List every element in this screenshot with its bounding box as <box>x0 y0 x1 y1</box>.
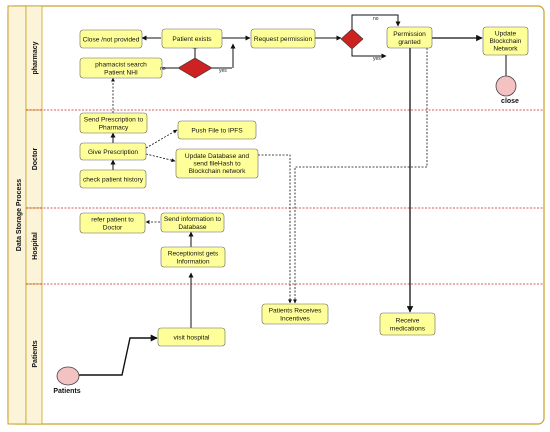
gateway-permission[interactable] <box>340 28 364 50</box>
task-label: Update Database and <box>185 153 249 160</box>
gateway-patient-exists[interactable] <box>177 57 213 79</box>
task-label: Pharmacy <box>99 125 129 132</box>
task-update-database[interactable]: Update Database and send fileHash to Blo… <box>175 148 259 179</box>
task-check-history[interactable]: check patient history <box>79 169 147 189</box>
task-label: medications <box>390 326 426 333</box>
task-pharmacist-search[interactable]: phamacist search Patient NHI <box>79 57 163 79</box>
task-label: Push File to IPFS <box>191 128 243 135</box>
task-label: send fileHash to <box>193 161 241 168</box>
task-patient-exists[interactable]: Patient exists <box>161 28 223 49</box>
lane-label-hospital: Hospital <box>32 232 39 260</box>
task-label: Network <box>493 46 518 53</box>
lane-patients: Patients <box>25 283 43 425</box>
task-label: Blockchain network <box>189 168 247 175</box>
task-permission-granted[interactable]: Permission granted <box>386 26 433 49</box>
flow-label-yes: yes <box>373 56 381 62</box>
task-label: Permission <box>393 31 426 38</box>
lane-label-pharmacy: pharmacy <box>32 41 39 74</box>
task-send-prescription[interactable]: Send Prescription to Pharmacy <box>79 112 148 134</box>
message-flows <box>111 48 428 304</box>
task-label: Close /not provided <box>83 37 140 44</box>
flow-label-no: no <box>373 16 379 22</box>
sequence-flows <box>79 14 507 376</box>
lane-dividers <box>26 109 544 285</box>
task-label: Patient NHI <box>104 70 138 77</box>
task-push-file-ipfs[interactable]: Push File to IPFS <box>177 120 257 140</box>
task-label: Database <box>178 224 207 231</box>
task-label: Request permission <box>254 36 313 43</box>
task-label: Information <box>177 259 210 266</box>
task-update-blockchain[interactable]: Update Blockchain Network <box>482 26 529 56</box>
task-give-prescription[interactable]: Give Prescription <box>79 142 147 161</box>
event-label: close <box>501 98 519 105</box>
task-send-information[interactable]: Send information to Database <box>160 212 225 233</box>
task-receptionist[interactable]: Receptionist gets Information <box>160 246 226 268</box>
task-request-permission[interactable]: Request permission <box>250 28 316 49</box>
end-event-close[interactable]: close <box>495 75 519 105</box>
task-label: Update <box>495 31 517 38</box>
event-label: Patients <box>53 388 80 395</box>
task-label: refer patient to <box>91 217 134 224</box>
task-label: Blockchain <box>490 38 522 45</box>
flow-label-no: no <box>160 66 166 72</box>
lane-hospital: Hospital <box>25 207 43 285</box>
task-close-not-provided[interactable]: Close /not provided <box>79 29 143 49</box>
task-label: check patient history <box>83 177 144 184</box>
task-receive-medications[interactable]: Receive medications <box>379 312 436 336</box>
lane-label-doctor: Doctor <box>32 147 39 170</box>
task-label: Doctor <box>103 225 123 232</box>
task-label: Patients Receives <box>269 308 322 315</box>
task-label: granted <box>398 39 421 46</box>
flow-label-yes: yes <box>219 68 227 74</box>
task-receives-incentives[interactable]: Patients Receives Incentives <box>261 303 329 325</box>
lane-doctor: Doctor <box>25 109 43 209</box>
task-label: Receptionist gets <box>168 251 219 258</box>
task-label: visit hospital <box>174 335 210 342</box>
task-label: phamacist search <box>95 62 147 69</box>
lane-pharmacy: pharmacy <box>25 5 43 111</box>
task-label: Receive <box>396 318 420 325</box>
task-visit-hospital[interactable]: visit hospital <box>157 327 226 347</box>
task-label: Give Prescription <box>88 149 139 156</box>
task-refer-patient[interactable]: refer patient to Doctor <box>79 212 146 234</box>
task-label: Send Prescription to <box>84 117 144 124</box>
pool-title: Data Storage Process <box>16 179 23 251</box>
lane-label-patients: Patients <box>32 340 39 367</box>
start-event-patients[interactable]: Patients <box>53 366 81 395</box>
task-label: Patient exists <box>172 36 212 43</box>
task-label: Incentives <box>280 316 310 323</box>
task-label: Send information to <box>164 216 222 223</box>
